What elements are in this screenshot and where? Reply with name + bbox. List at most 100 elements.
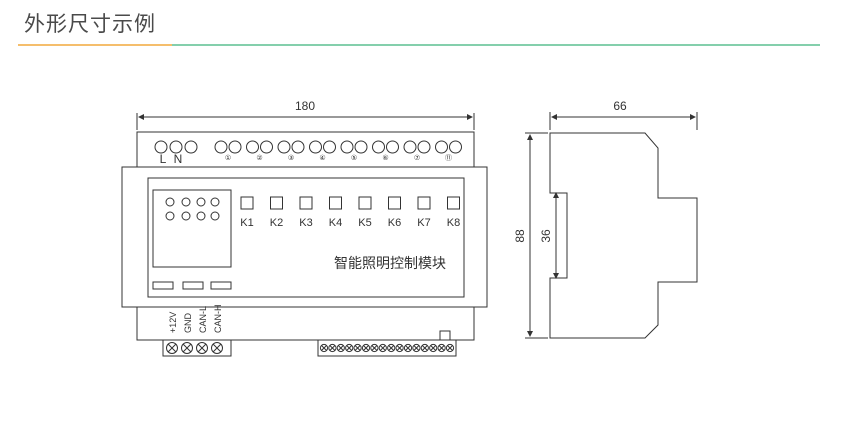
output-terminal-a — [403, 140, 417, 154]
bus-connector-block — [162, 339, 232, 357]
output-terminal-a — [277, 140, 291, 154]
bus-label-can-l: CAN-L — [198, 306, 208, 333]
output-terminal-b — [291, 140, 305, 154]
key-button-1 — [240, 196, 254, 210]
bus-label-12v: +12V — [168, 312, 178, 333]
output-terminal-b — [417, 140, 431, 154]
front-width-label: 180 — [295, 99, 315, 113]
key-label-6: K6 — [388, 217, 401, 229]
power-terminal-3 — [184, 140, 198, 154]
led-indicator — [165, 211, 175, 221]
output-screw — [403, 343, 413, 353]
key-label-7: K7 — [417, 217, 430, 229]
key-label-2: K2 — [270, 217, 283, 229]
output-screw — [345, 343, 354, 353]
output-terminal-b — [386, 140, 399, 154]
header-rule — [18, 44, 820, 46]
output-screw — [387, 343, 396, 353]
led-indicator — [181, 197, 191, 207]
output-connector-block — [317, 339, 457, 357]
output-terminal-b — [228, 140, 242, 154]
output-terminal-b — [449, 140, 462, 154]
output-screw — [336, 343, 345, 353]
key-button-6 — [388, 196, 401, 210]
led-indicator — [196, 211, 206, 221]
key-button-7 — [417, 196, 431, 210]
output-screw — [361, 343, 371, 353]
key-button-3 — [299, 196, 313, 210]
slot-2 — [182, 281, 204, 290]
led-indicator — [210, 211, 220, 221]
key-label-8: K8 — [447, 217, 460, 229]
bus-label-can-h: CAN-H — [213, 305, 223, 334]
led-indicator — [196, 197, 206, 207]
side-width-label: 66 — [613, 99, 627, 113]
side-profile-outline — [549, 132, 698, 339]
led-indicator — [165, 197, 175, 207]
key-label-4: K4 — [329, 217, 342, 229]
output-terminal-b — [260, 140, 273, 154]
front-face-panel — [121, 166, 488, 308]
output-terminal-number: ⑦ — [414, 154, 420, 162]
output-screw — [395, 343, 404, 353]
output-screw — [445, 343, 455, 353]
side-view — [525, 112, 698, 339]
output-screw-row — [319, 343, 455, 353]
output-screw — [370, 343, 379, 353]
output-screw — [429, 343, 438, 353]
front-window — [147, 177, 465, 298]
led-grid — [165, 197, 220, 221]
output-terminal-number: ④ — [319, 154, 325, 162]
output-screw — [353, 343, 362, 353]
key-label-1: K1 — [240, 217, 253, 229]
output-terminal-a — [435, 140, 448, 154]
module-name-label: 智能照明控制模块 — [334, 256, 446, 272]
key-button-4 — [329, 196, 342, 210]
output-screw — [378, 343, 387, 353]
page-title: 外形尺寸示例 — [24, 12, 156, 36]
led-block — [152, 189, 232, 268]
led-indicator — [181, 211, 191, 221]
front-view — [121, 113, 488, 357]
bus-label-gnd: GND — [183, 313, 193, 334]
bus-screw-row — [166, 342, 223, 354]
output-terminal-b — [354, 140, 368, 154]
output-terminal-a — [246, 140, 259, 154]
output-terminal-a — [372, 140, 385, 154]
bus-screw — [181, 342, 193, 354]
key-label-3: K3 — [299, 217, 312, 229]
output-screw — [319, 343, 329, 353]
slot-3 — [210, 281, 232, 290]
slot-1 — [152, 281, 174, 290]
bus-screw — [196, 342, 208, 354]
output-terminal-b — [323, 140, 336, 154]
power-terminal-2 — [169, 140, 183, 154]
output-screw — [420, 343, 429, 353]
output-terminal-a — [340, 140, 354, 154]
power-terminal-1 — [154, 140, 168, 154]
power-label-n: N — [174, 152, 183, 166]
output-terminal-number: ② — [256, 155, 262, 162]
output-terminal-a — [214, 140, 228, 154]
connector-tab — [439, 330, 451, 341]
output-terminal-number: ③ — [288, 154, 294, 162]
output-terminal-number: ⑪ — [445, 154, 452, 162]
output-terminal-number: ⑥ — [382, 154, 388, 162]
key-row: K1 K2 K3 K4 K5 K6 K7 K8 — [240, 196, 460, 229]
led-indicator — [210, 197, 220, 207]
output-terminal-number: ① — [225, 154, 231, 162]
key-label-5: K5 — [358, 217, 371, 229]
output-terminal-a — [309, 140, 322, 154]
bus-screw — [166, 342, 178, 354]
key-button-2 — [270, 196, 283, 210]
output-screw — [437, 343, 446, 353]
power-label-l: L — [160, 152, 167, 166]
output-screw — [328, 343, 337, 353]
output-screw — [412, 343, 421, 353]
bus-screw — [211, 342, 223, 354]
rail-dim-label: 36 — [539, 229, 553, 243]
side-height-label: 88 — [513, 229, 527, 243]
key-button-8 — [447, 196, 460, 210]
